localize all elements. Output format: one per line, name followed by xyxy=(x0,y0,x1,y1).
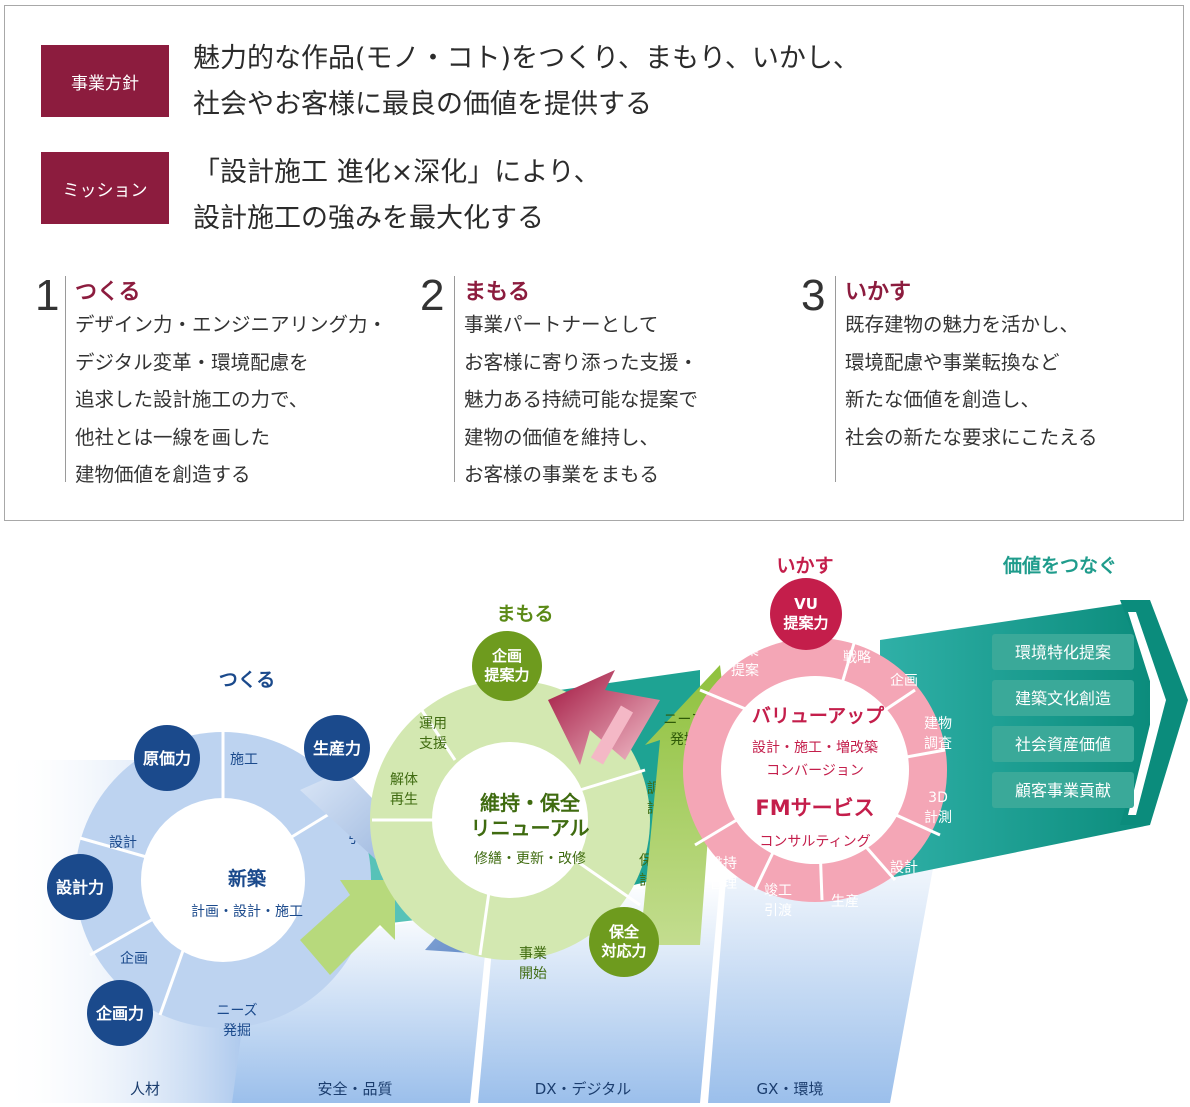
badge-hozen-taiou-label: 保全対応力 xyxy=(600,923,646,960)
mission-line-1: 「設計施工 進化×深化」により、 xyxy=(193,157,601,188)
ikasu-step-kikaku: 企画 xyxy=(890,672,918,689)
value-item-3-label: 社会資産価値 xyxy=(1015,735,1111,754)
badge-seisan xyxy=(304,715,370,781)
value-chain-diagram: 人材 安全・品質 DX・デジタル GX・環境 新築 計画・設計・施工 つくる 施… xyxy=(0,555,1188,1103)
pillar-2-number: 2 xyxy=(420,271,445,320)
badge-hozen-taiou xyxy=(589,907,659,977)
ikasu-center-sub-2: コンバージョン xyxy=(766,763,864,779)
green-arrow-lower xyxy=(300,880,395,975)
ikasu-center xyxy=(721,676,909,864)
ribbon-chevron xyxy=(1120,600,1188,825)
pillar-1-number: 1 xyxy=(35,271,60,320)
tsukuru-center-sub: 計画・設計・施工 xyxy=(191,904,303,920)
value-item-4-label: 顧客事業貢献 xyxy=(1015,781,1111,800)
philosophy-panel: 事業方針 魅力的な作品(モノ・コト)をつくり、まもり、いかし、 社会やお客様に最… xyxy=(4,5,1184,521)
badge-sekkei-label: 設計力 xyxy=(56,878,104,897)
value-item-1 xyxy=(992,634,1134,670)
foundation-label-2: 安全・品質 xyxy=(317,1080,392,1098)
tsukuru-step-sekou: 施工 xyxy=(230,752,258,768)
ikasu-ring: バリューアップ 設計・施工・増改築 コンバージョン FMサービス コンサルティン… xyxy=(683,555,952,919)
pillar-2-title: まもる xyxy=(464,280,531,305)
mamoru-center xyxy=(432,742,588,898)
ikasu-center-sub-3: コンサルティング xyxy=(759,834,870,850)
ikasu-step-iji: 維持管理 xyxy=(709,856,737,892)
tsukuru-ring-dividers xyxy=(79,732,353,1016)
pillar-1-title: つくる xyxy=(75,280,141,305)
policy-label: 事業方針 xyxy=(41,45,169,117)
band-gx xyxy=(708,830,940,1103)
pillar-3-body: 既存建物の魅力を活かし、環境配慮や事業転換など新たな価値を創造し、社会の新たな要… xyxy=(845,313,1098,449)
policy-line-2: 社会やお客様に最良の価値を提供する xyxy=(193,89,652,120)
pillar-3-title: いかす xyxy=(845,280,912,305)
mamoru-center-sub: 修繕・更新・改修 xyxy=(474,851,586,867)
value-connect: 価値をつなぐ 環境特化提案 建築文化創造 社会資産価値 顧客事業貢献 xyxy=(992,555,1134,808)
pillar-2-body: 事業パートナーとしてお客様に寄り添った支援・魅力ある持続可能な提案で建物の価値を… xyxy=(464,313,699,486)
badge-genka-label: 原価力 xyxy=(143,749,191,768)
pillar-1-body: デザイン力・エンジニアリング力・デジタル変革・環境配慮を追求した設計施工の力で、… xyxy=(75,313,388,486)
badge-kikaku xyxy=(87,980,153,1046)
pillar-3-number: 3 xyxy=(801,271,826,320)
ikasu-step-tatemono: 建物調査 xyxy=(924,716,952,752)
red-arrow-stripe xyxy=(590,705,634,765)
ikasu-step-sekkei: 設計 xyxy=(890,860,918,876)
ikasu-step-seisan: 生産 xyxy=(831,894,859,910)
value-item-4 xyxy=(992,772,1134,808)
badge-kikaku-teian xyxy=(472,631,542,701)
tsukuru-ring: 新築 計画・設計・施工 つくる 施工 竣工引渡 設計 企画 ニーズ発掘 xyxy=(75,669,376,1039)
mamoru-step-kaitai: 解体再生 xyxy=(390,772,418,808)
tsukuru-step-kikaku: 企画 xyxy=(120,950,148,967)
mission-label: ミッション xyxy=(41,152,169,224)
ikasu-center-title-1: バリューアップ xyxy=(752,704,885,727)
value-item-3 xyxy=(992,726,1134,762)
tsukuru-step-needs: ニーズ発掘 xyxy=(216,1003,257,1039)
tsukuru-heading: つくる xyxy=(219,669,276,691)
badge-genka xyxy=(134,725,200,791)
ikasu-center-title-2: FMサービス xyxy=(755,796,874,820)
ikasu-step-shunkou: 竣工引渡 xyxy=(764,883,792,919)
pillar-1-divider xyxy=(65,276,66,482)
value-item-2-label: 建築文化創造 xyxy=(1015,689,1111,708)
value-item-2 xyxy=(992,680,1134,716)
ikasu-step-jigyou: 事業提案 xyxy=(731,643,759,679)
mamoru-ring-dividers xyxy=(372,699,646,956)
value-item-1-label: 環境特化提案 xyxy=(1015,643,1111,662)
tsukuru-step-sekkei: 設計 xyxy=(109,835,137,851)
mamoru-badges: 企画提案力 保全対応力 xyxy=(472,631,659,977)
pillar-2-divider xyxy=(454,276,455,482)
pillar-3-divider xyxy=(835,276,836,482)
mamoru-step-jigyou: 事業開始 xyxy=(519,946,547,982)
badge-sekkei xyxy=(47,854,113,920)
policy-line-1: 魅力的な作品(モノ・コト)をつくり、まもり、いかし、 xyxy=(193,43,860,74)
badge-kikaku-teian-label: 企画提案力 xyxy=(484,647,529,684)
value-heading: 価値をつなぐ xyxy=(1002,555,1117,577)
badge-kikaku-label: 企画力 xyxy=(95,1004,144,1023)
badge-vu xyxy=(770,578,842,650)
mamoru-step-unyou: 運用支援 xyxy=(419,716,447,752)
ikasu-center-sub-1: 設計・施工・増改築 xyxy=(752,740,878,756)
ikasu-heading: いかす xyxy=(776,555,833,577)
ribbon-chevron-line xyxy=(1128,612,1166,815)
foundation-label-4: GX・環境 xyxy=(757,1080,824,1098)
tsukuru-badges: 原価力 生産力 設計力 企画力 xyxy=(47,715,370,1046)
mamoru-center-title-1: 維持・保全 xyxy=(480,791,581,815)
foundation-label-3: DX・デジタル xyxy=(535,1080,632,1098)
red-return-arrow xyxy=(548,670,660,765)
mission-line-2: 設計施工の強みを最大化する xyxy=(193,203,544,234)
mamoru-center-title-2: リニューアル xyxy=(471,816,590,840)
tsukuru-center-title: 新築 xyxy=(228,867,267,890)
badge-seisan-label: 生産力 xyxy=(313,739,361,758)
tsukuru-center xyxy=(141,798,305,962)
mamoru-heading: まもる xyxy=(496,603,553,625)
foundation-label-1: 人材 xyxy=(130,1080,160,1098)
